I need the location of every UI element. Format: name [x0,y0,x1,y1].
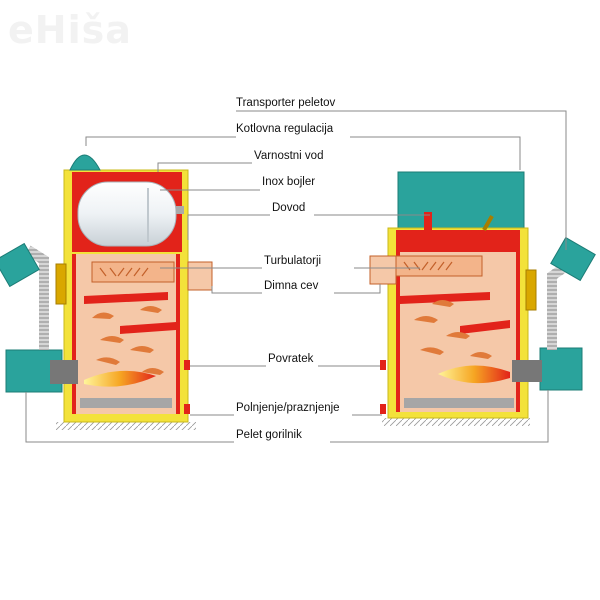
label-povratek: Povratek [268,353,314,365]
label-dimna-cev: Dimna cev [264,280,319,292]
right-water-top [396,230,520,252]
right-chimney [369,255,397,285]
label-kotlovna-regulacija: Kotlovna regulacija [236,123,334,135]
label-transporter-peletov: Transporter peletov [236,97,336,109]
inox-tank [77,181,177,247]
right-boiler [369,171,596,426]
left-transporter [0,242,40,288]
right-turbulator-box [395,255,483,277]
left-turbulator-box [91,261,175,283]
right-floor [382,418,530,426]
right-transporter [550,236,596,282]
label-turbulatorji: Turbulatorji [264,255,322,267]
left-floor [56,422,196,430]
left-chimney [187,261,213,291]
right-burner [539,347,583,391]
left-flame [84,370,156,387]
label-dovod: Dovod [272,202,306,214]
left-boiler [0,154,213,430]
leader-lines [25,110,567,443]
right-auger [547,257,575,350]
right-grate [404,398,514,408]
label-varnostni-vod: Varnostni vod [254,150,324,162]
left-regulation-dome [69,154,101,171]
label-inox-bojler: Inox bojler [262,176,316,188]
ehisa-watermark-logo: eHiša [8,8,132,52]
right-pellet-hopper [397,171,525,229]
label-polnjenje-praznjenje: Polnjenje/praznjenje [236,402,340,414]
left-grate [80,398,172,408]
right-flame [438,365,510,384]
label-pelet-gorilnik: Pelet gorilnik [236,429,302,441]
